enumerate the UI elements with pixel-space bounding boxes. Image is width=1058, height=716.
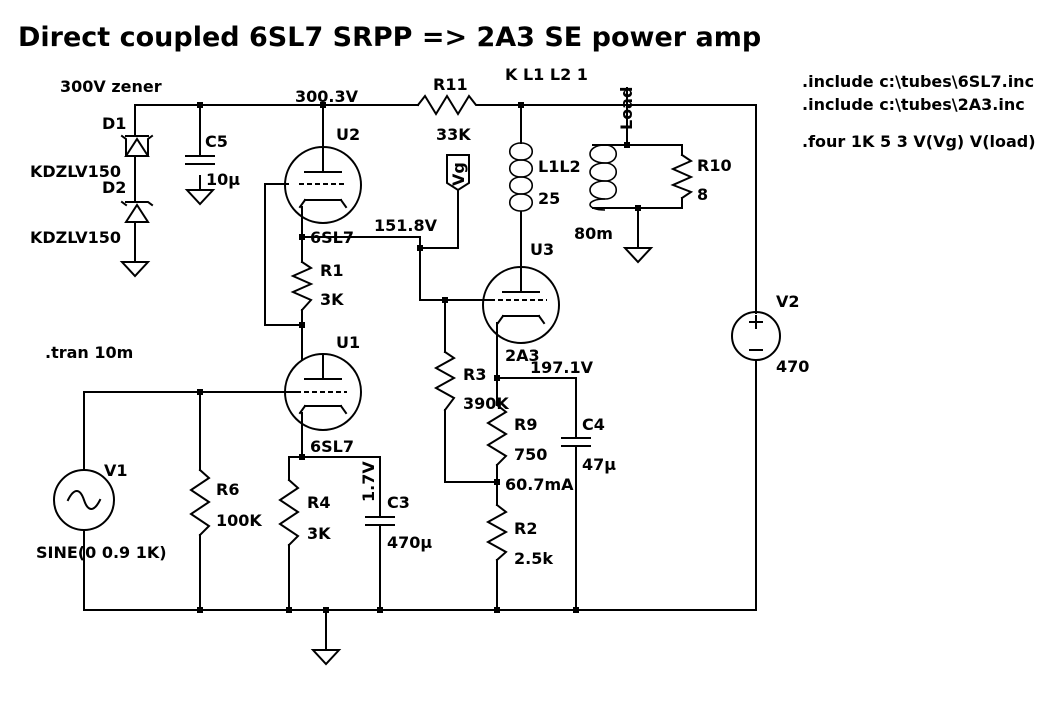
resistor-r2 [485,503,509,562]
svg-text:47µ: 47µ [582,455,616,474]
resistor-r6 [189,468,211,537]
svg-text:V1: V1 [104,461,128,480]
svg-text:D2: D2 [102,178,126,197]
tran-directive: .tran 10m [45,343,133,362]
svg-text:R4: R4 [307,493,330,512]
svg-text:3K: 3K [320,290,344,309]
net-flag-vg: Vg [446,154,470,192]
capacitor-c3 [365,504,395,531]
svg-text:470: 470 [776,357,809,376]
svg-text:U1: U1 [336,333,360,352]
svg-text:390K: 390K [463,394,509,413]
resistor-r10 [670,153,694,200]
resistor-r4 [278,478,300,547]
svg-text:L1L2: L1L2 [538,157,581,176]
net-flag-load: Load [617,87,636,130]
svg-text:8: 8 [697,185,708,204]
voltage-source-v2 [731,311,781,361]
u1-cathode-voltage: 1.7V [359,461,378,502]
tube-u1 [284,349,362,431]
include-2a3: .include c:\tubes\2A3.inc [802,95,1025,114]
svg-text:R10: R10 [697,156,732,175]
junction-dots [197,102,641,613]
four-directive: .four 1K 5 3 V(Vg) V(load) [802,132,1036,151]
tube-u3 [482,264,560,346]
cathode-voltage: 197.1V [530,358,594,377]
grid-voltage: 151.8V [374,216,438,235]
svg-text:R1: R1 [320,261,343,280]
component-labels: 300V zener D1 KDZLV150 D2 KDZLV150 C5 10… [30,75,809,568]
resistor-r3 [433,350,457,412]
zener-d2 [120,200,154,223]
svg-text:V2: V2 [776,292,800,311]
svg-text:300V zener: 300V zener [60,77,162,96]
voltage-source-v1 [53,469,115,531]
include-6sl7: .include c:\tubes\6SL7.inc [802,72,1034,91]
svg-text:R6: R6 [216,480,239,499]
svg-text:U2: U2 [336,125,360,144]
svg-text:2.5k: 2.5k [514,549,553,568]
svg-text:Vg: Vg [449,162,468,186]
resistor-r1 [290,260,314,312]
b-plus-voltage: 300.3V [295,87,359,106]
svg-text:C4: C4 [582,415,605,434]
capacitor-c5 [185,155,215,165]
svg-text:6SL7: 6SL7 [310,228,354,247]
svg-text:R9: R9 [514,415,537,434]
coupling-directive: K L1 L2 1 [505,65,588,84]
svg-text:D1: D1 [102,114,126,133]
wires [83,104,757,651]
svg-text:KDZLV150: KDZLV150 [30,228,121,247]
svg-text:3K: 3K [307,524,331,543]
svg-text:R2: R2 [514,519,537,538]
svg-text:80m: 80m [574,224,613,243]
tube-u2 [284,146,362,224]
resistor-r11 [416,94,481,116]
svg-text:C5: C5 [205,132,228,151]
transformer-primary-l1 [508,142,534,212]
diagram-title: Direct coupled 6SL7 SRPP => 2A3 SE power… [18,22,761,53]
svg-text:33K: 33K [436,125,471,144]
operating-point-readings: 300.3V 151.8V 197.1V 60.7mA 1.7V [295,87,594,502]
svg-text:100K: 100K [216,511,262,530]
cathode-current: 60.7mA [505,475,574,494]
svg-text:Load: Load [617,87,636,130]
resistor-r9 [486,403,508,467]
capacitor-c4 [561,419,591,456]
svg-text:C3: C3 [387,493,410,512]
svg-text:SINE(0 0.9 1K): SINE(0 0.9 1K) [36,543,167,562]
transformer-secondary-l2 [589,144,618,211]
svg-text:25: 25 [538,189,560,208]
svg-text:KDZLV150: KDZLV150 [30,162,121,181]
svg-text:R3: R3 [463,365,486,384]
zener-d1 [120,134,154,157]
svg-text:10µ: 10µ [206,170,240,189]
ground-symbols [119,189,654,666]
svg-text:750: 750 [514,445,547,464]
spice-directives: .include c:\tubes\6SL7.inc .include c:\t… [45,65,1036,362]
svg-text:470µ: 470µ [387,533,432,552]
svg-text:R11: R11 [433,75,468,94]
svg-text:U3: U3 [530,240,554,259]
svg-text:2A3: 2A3 [505,346,540,365]
svg-text:6SL7: 6SL7 [310,437,354,456]
